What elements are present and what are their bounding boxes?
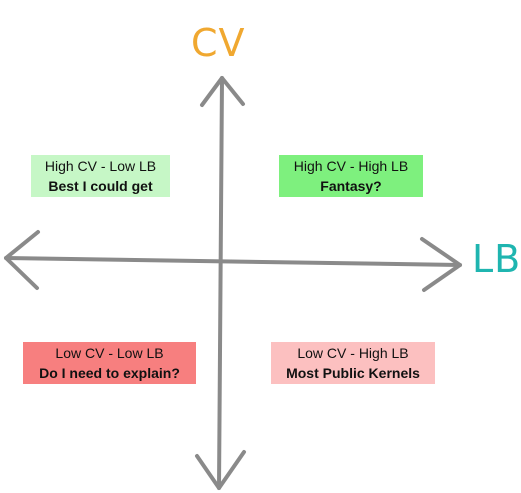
quadrant-title: Low CV - High LB [297,345,409,361]
quadrant-top-right: High CV - High LB Fantasy? [279,155,423,197]
vertical-axis-label: CV [191,21,246,65]
quadrant-title: Low CV - Low LB [55,345,164,361]
quadrant-note: Do I need to explain? [39,365,180,381]
quadrant-note: Fantasy? [320,178,382,194]
vertical-axis-line [217,76,224,490]
horizontal-axis-line [4,256,462,267]
horizontal-axis-label: LB [472,237,521,281]
quadrant-title: High CV - High LB [293,158,409,174]
quadrant-note: Best I could get [48,178,153,194]
quadrant-bottom-left: Low CV - Low LB Do I need to explain? [23,342,196,384]
quadrant-bottom-right: Low CV - High LB Most Public Kernels [271,342,435,384]
horizontal-axis-left-arrowhead [4,230,40,290]
quadrant-title: High CV - Low LB [44,158,157,174]
vertical-axis-bottom-arrowhead [195,450,246,490]
quadrant-note: Most Public Kernels [286,365,420,381]
vertical-axis-top-arrowhead [200,76,245,107]
quadrant-top-left: High CV - Low LB Best I could get [31,155,170,197]
horizontal-axis-right-arrowhead [420,237,462,292]
